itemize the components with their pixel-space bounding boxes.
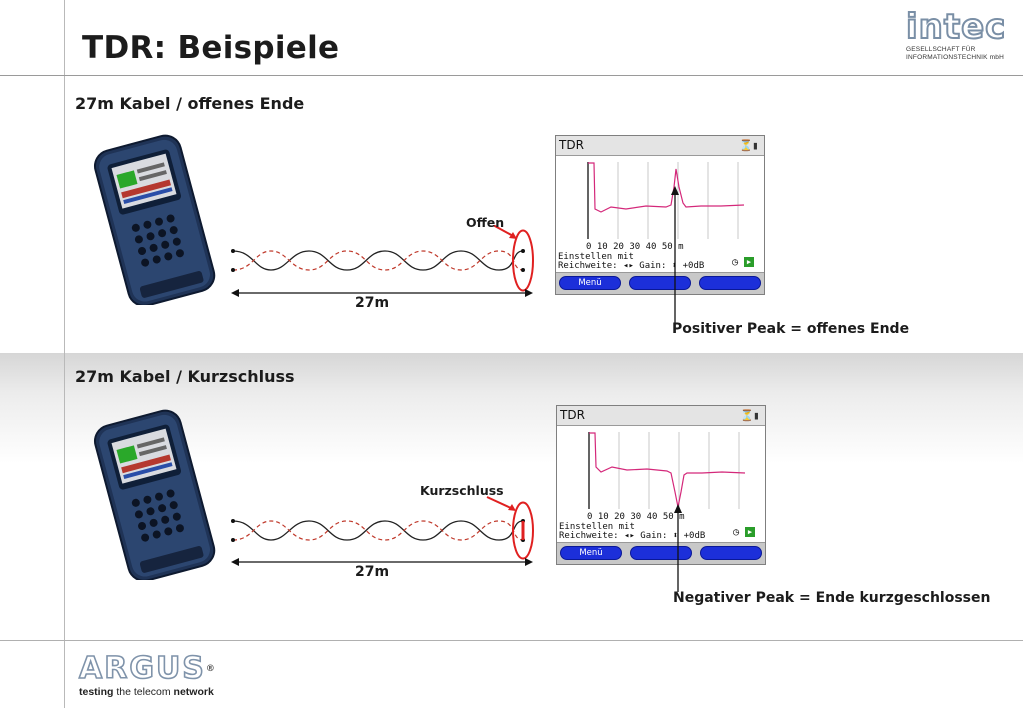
- peak-pointer-open: [671, 186, 679, 324]
- tdr-screen-title: TDR: [559, 138, 584, 152]
- tdr-hint-line-2: Reichweite: ◂▸ Gain: ⬍ +0dB: [559, 531, 706, 541]
- tester-device-image: [94, 409, 216, 580]
- softkey-3[interactable]: [700, 546, 762, 560]
- footer-divider: [0, 640, 1023, 641]
- tdr-softkey-bar: Menü: [557, 542, 765, 564]
- cable-length-label-short: 27m: [355, 564, 390, 580]
- hourglass-icon: ⏳: [739, 139, 753, 152]
- slide-title: TDR: Beispiele: [82, 30, 340, 66]
- cable-length-label-open: 27m: [355, 295, 390, 311]
- argus-tagline: testing the telecom network: [79, 686, 217, 698]
- tdr-screen-title: TDR: [560, 408, 585, 422]
- peak-pointer-short: [674, 504, 682, 592]
- timer-icon: ◷: [733, 527, 740, 538]
- end-label-open: Offen: [466, 215, 505, 230]
- intec-logo-subline-1: GESELLSCHAFT FÜR: [906, 46, 976, 53]
- header-divider: [0, 75, 1023, 76]
- tdr-hint-line-2: Reichweite: ◂▸ Gain: ⬍ +0dB: [558, 261, 705, 271]
- battery-icon: ▮: [753, 409, 760, 422]
- softkey-2[interactable]: [630, 546, 692, 560]
- tdr-hint-line-1: Einstellen mit: [558, 252, 634, 262]
- battery-icon: ▮: [752, 139, 759, 152]
- argus-logo-word: ARGUS®: [78, 651, 217, 686]
- softkey-menu[interactable]: Menü: [560, 546, 622, 560]
- play-icon: ▶: [745, 527, 755, 537]
- tdr-trace-plot-open: [587, 162, 745, 239]
- tdr-trace-plot-short: [588, 432, 746, 509]
- softkey-menu[interactable]: Menü: [559, 276, 621, 290]
- argus-logo-text: ARGUS: [78, 651, 206, 686]
- section-title-short-circuit: 27m Kabel / Kurzschluss: [75, 367, 295, 386]
- section-title-open-end: 27m Kabel / offenes Ende: [75, 94, 305, 113]
- timer-icon: ◷: [732, 257, 739, 268]
- tdr-screen-header: TDR ⏳ ▮: [557, 406, 765, 426]
- tdr-screen-open: TDR ⏳ ▮ 0 10 20 30 40 50 m Einstellen mi…: [555, 135, 765, 295]
- intec-logo-subline-2: INFORMATIONSTECHNIK mbH: [906, 54, 1005, 61]
- tdr-softkey-bar: Menü: [556, 272, 764, 294]
- tdr-screen-short: TDR ⏳ ▮ 0 10 20 30 40 50 m Einstellen mi…: [556, 405, 766, 565]
- tdr-screen-header: TDR ⏳ ▮: [556, 136, 764, 156]
- hourglass-icon: ⏳: [740, 409, 754, 422]
- tdr-hint-line-1: Einstellen mit: [559, 522, 635, 532]
- tester-device-image: [94, 134, 216, 305]
- argus-logo: ARGUS® testing the telecom network: [78, 651, 217, 698]
- left-margin-line: [64, 0, 65, 708]
- peak-label-short: Negativer Peak = Ende kurzgeschlossen: [673, 590, 991, 606]
- tdr-axis-ticks: 0 10 20 30 40 50 m: [586, 242, 684, 252]
- tagline-testing: testing: [79, 686, 114, 698]
- cable-diagram-open: [231, 225, 534, 297]
- tagline-network: network: [173, 686, 214, 698]
- softkey-3[interactable]: [699, 276, 761, 290]
- intec-logo-word: intec: [905, 7, 1007, 47]
- cable-diagram-short: [231, 496, 534, 566]
- tagline-middle: the telecom: [113, 686, 174, 698]
- intec-logo: intec GESELLSCHAFT FÜR INFORMATIONSTECHN…: [905, 7, 1011, 62]
- play-icon: ▶: [744, 257, 754, 267]
- tdr-axis-ticks: 0 10 20 30 40 50 m: [587, 512, 685, 522]
- end-label-short: Kurzschluss: [420, 483, 504, 498]
- registered-mark: ®: [205, 664, 217, 674]
- peak-label-open: Positiver Peak = offenes Ende: [672, 321, 910, 337]
